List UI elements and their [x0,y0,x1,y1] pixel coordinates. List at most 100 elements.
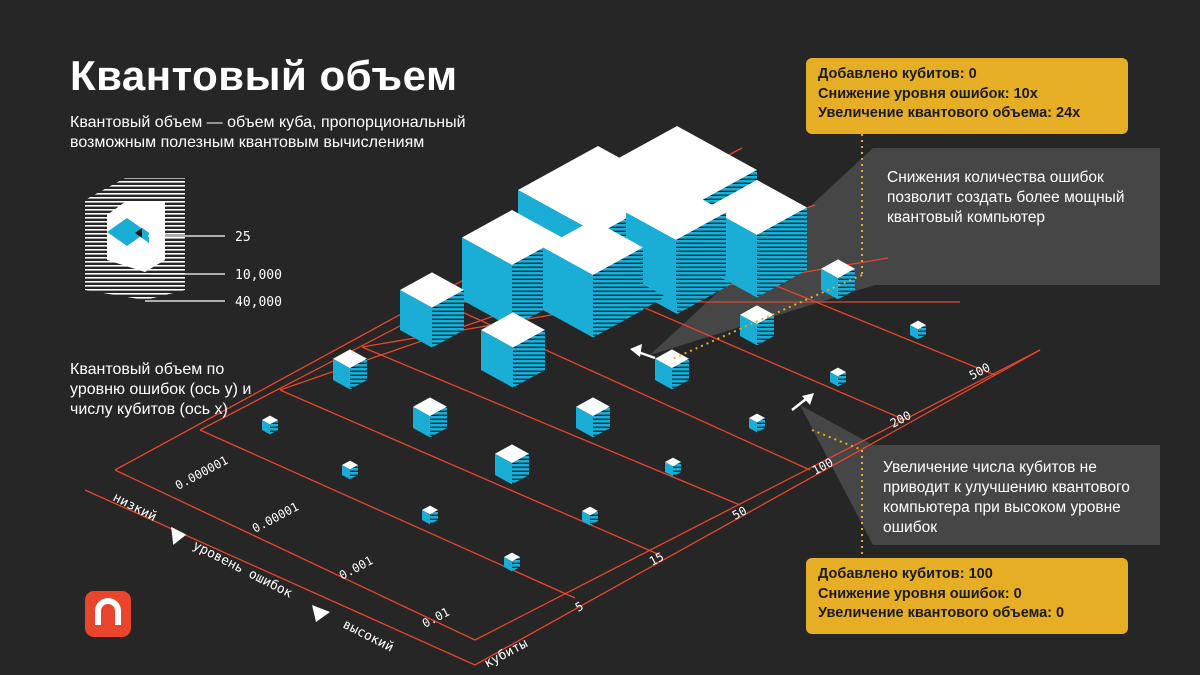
cube-right-face [757,418,765,433]
callout-qubit-increase: Увеличение числа кубитов не приводит к у… [883,459,1130,536]
cube-left-face [543,247,593,338]
arrows [630,344,814,411]
logo-icon [95,598,121,625]
stat-value: 24x [1056,105,1081,121]
stat-value: 0 [1056,605,1065,621]
stat-label: Добавлено кубитов: [818,566,969,582]
qubits-axis-label: кубиты [482,636,531,671]
cube-right-face [430,406,447,438]
legend-value: 10,000 [235,268,282,283]
cube-left-face [910,325,918,340]
cube-right-face [590,511,598,526]
cube-right-face [350,465,358,480]
cube-right-face [673,462,681,477]
cube-right-face [512,557,520,572]
legend-value: 40,000 [235,295,282,310]
stat-label: Увеличение квантового объема: [818,105,1057,121]
stat-label: Снижение уровня ошибок: [818,85,1014,102]
error-low-label: низкий [110,490,159,525]
qubit-tick: 15 [647,550,666,569]
cube-top [749,413,765,423]
stat-label: Увеличение квантового объема: [818,605,1057,621]
stat-label: Добавлено кубитов: [818,66,969,82]
connectors [669,134,863,558]
cube-left-face [655,358,672,390]
stat-value: 100 [968,566,993,582]
cube-top [830,367,846,377]
cube-top [342,460,358,470]
cube-right-face [918,325,926,340]
cube-left-face [462,237,512,328]
stat-value: 0 [1013,585,1022,602]
cube-left-face [422,510,430,525]
cube-right-face [350,358,367,390]
cube-left-face [582,511,590,526]
cube-left-face [665,462,673,477]
cube-top [413,397,447,417]
cube-right-face [757,207,807,298]
cube-left-face [342,465,350,480]
cube-right-face [270,420,278,435]
callout-beam-top [650,148,1160,355]
legend-cube [85,178,185,300]
error-tick: 0.000001 [173,453,231,492]
cube-right-face [676,212,726,303]
cube-right-face [430,510,438,525]
cube-right-face [593,406,610,438]
error-high-label: высокий [340,617,396,655]
arrow-left-icon [171,526,187,545]
cube-top [821,259,855,279]
error-tick: 0.001 [337,553,375,582]
cube-right-face [432,290,464,348]
stat-label: Снижение уровня ошибок: [818,585,1014,602]
cube-left-face [830,372,838,387]
brand-logo [85,591,131,637]
cube-top [740,305,774,325]
cube-left-face [740,314,757,346]
cube-right-face [838,372,846,387]
cube-left-face [495,453,512,485]
stat-value: 10x [1013,85,1038,102]
cube-top [910,320,926,330]
diagram-caption: Квантовый объем по уровню ошибок (ось y)… [70,361,252,418]
cube-top [481,312,545,348]
qubit-tick: 50 [730,504,749,523]
cube-right-face [513,330,545,388]
cube-top [495,444,529,464]
arrow-right-icon [312,605,330,622]
stats-box-top: Добавлено кубитов: 0 Снижение уровня оши… [806,58,1128,134]
page-title: Квантовый объем [70,52,458,99]
subtitle: Квантовый объем — объем куба, пропорцион… [70,114,466,151]
stat-value: 0 [968,66,977,82]
cube-top [665,457,681,467]
cube-top [333,349,367,369]
cubes [262,126,926,572]
qubit-tick: 5 [573,599,586,615]
cube-right-face [512,453,529,485]
cube-left-face [821,268,838,300]
callout-error-reduction: Снижения количества ошибок позволит созд… [887,169,1125,226]
qubit-tick: 200 [888,408,914,431]
cube-left-face [504,557,512,572]
cube-left-face [333,358,350,390]
cube-left-face [749,418,757,433]
cube-right-face [593,247,643,338]
error-tick: 0.00001 [250,500,301,536]
callout-beam-bottom [800,405,1160,545]
cube-right-face [672,358,689,390]
cube-left-face [400,290,432,348]
cube-right-face [838,268,855,300]
cube-top [576,397,610,417]
cube-left-face [413,406,430,438]
stats-box-bottom: Добавлено кубитов: 100 Снижение уровня о… [806,558,1128,634]
cube-left-face [262,420,270,435]
cube-right-face [757,314,774,346]
cube-top [400,272,464,308]
cube-top [262,415,278,425]
legend-value: 25 [235,230,251,245]
cube-left-face [576,406,593,438]
legend-lines [145,235,225,302]
cube-top [655,349,689,369]
cube-left-face [481,330,513,388]
